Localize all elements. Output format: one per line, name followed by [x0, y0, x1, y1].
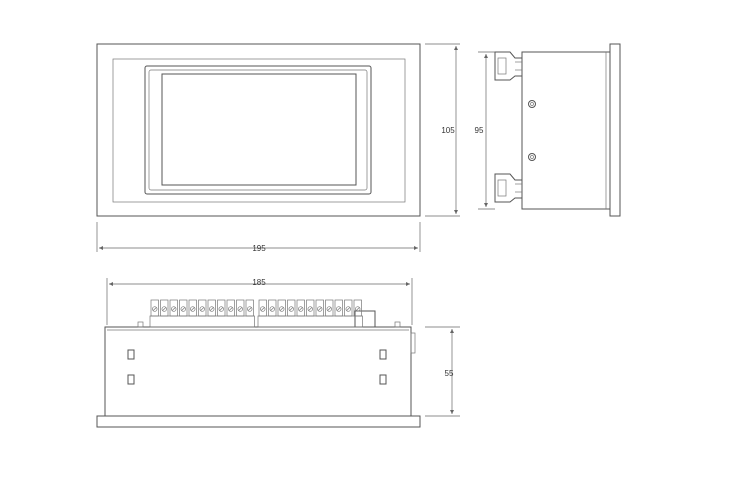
bottom-view — [96, 299, 421, 428]
terminal-pin — [226, 299, 235, 317]
terminal-screw-slot — [336, 307, 341, 311]
terminal-screw-slot — [346, 307, 351, 311]
terminal-screw-slot — [162, 307, 167, 311]
terminal-screw — [260, 306, 266, 312]
terminal-pin — [268, 299, 277, 317]
terminal-screw — [326, 306, 332, 312]
front-height-label: 105 — [441, 126, 455, 135]
bottom-width-label: 185 — [252, 278, 266, 287]
terminal-pin — [198, 299, 207, 317]
terminal-pin — [296, 299, 305, 317]
terminal-screw — [345, 306, 351, 312]
dimension-front-width: 195 — [96, 222, 421, 253]
terminal-screw-slot — [238, 307, 243, 311]
terminal-screw — [269, 306, 275, 312]
terminal-screw — [180, 306, 186, 312]
terminal-screw — [199, 306, 205, 312]
terminal-screw — [307, 306, 313, 312]
terminal-pin — [315, 299, 324, 317]
terminal-screw — [288, 306, 294, 312]
side-view — [494, 43, 621, 217]
terminal-screw — [190, 306, 196, 312]
dimension-bottom-depth: 55 — [425, 326, 460, 417]
terminal-base — [149, 315, 255, 328]
terminal-screw-slot — [289, 307, 294, 311]
terminal-screw — [298, 306, 304, 312]
terminal-pin — [188, 299, 197, 317]
front-width-label: 195 — [252, 244, 266, 253]
terminal-pin — [258, 299, 267, 317]
terminal-screw — [228, 306, 234, 312]
terminal-screw — [336, 306, 342, 312]
terminal-screw — [209, 306, 215, 312]
terminal-pin — [287, 299, 296, 317]
bottom-depth-label: 55 — [445, 369, 454, 378]
terminal-pin — [353, 299, 362, 317]
side-height-label: 95 — [475, 126, 484, 135]
terminal-pin — [179, 299, 188, 317]
terminal-screw-slot — [171, 307, 176, 311]
terminal-pin — [334, 299, 343, 317]
terminal-pin — [306, 299, 315, 317]
terminal-screw-slot — [209, 307, 214, 311]
terminal-screw-slot — [317, 307, 322, 311]
terminal-base — [257, 315, 363, 328]
terminal-screw — [161, 306, 167, 312]
terminal-screw-slot — [228, 307, 233, 311]
terminal-screw — [317, 306, 323, 312]
dimension-front-height: 105 — [425, 43, 460, 217]
terminal-screw-slot — [270, 307, 275, 311]
terminal-pin — [344, 299, 353, 317]
terminal-pin — [150, 299, 159, 317]
terminal-screw — [279, 306, 285, 312]
terminal-pin — [245, 299, 254, 317]
terminal-screw — [171, 306, 177, 312]
terminal-screw — [152, 306, 158, 312]
terminal-screw-slot — [260, 307, 265, 311]
terminal-screw — [355, 306, 361, 312]
front-view — [96, 43, 421, 217]
terminal-screw-slot — [152, 307, 157, 311]
terminal-screw — [247, 306, 253, 312]
terminal-screw-slot — [247, 307, 252, 311]
terminal-pin — [207, 299, 216, 317]
terminal-screw-slot — [279, 307, 284, 311]
terminal-screw-slot — [181, 307, 186, 311]
terminal-screw-slot — [219, 307, 224, 311]
terminal-screw — [237, 306, 243, 312]
terminal-screw-slot — [308, 307, 313, 311]
dimension-bottom-width: 185 — [106, 278, 413, 325]
terminal-pin — [160, 299, 169, 317]
terminal-screw-slot — [298, 307, 303, 311]
terminal-screw-slot — [200, 307, 205, 311]
terminal-screw-slot — [190, 307, 195, 311]
terminal-pin — [325, 299, 334, 317]
terminal-screw-slot — [327, 307, 332, 311]
terminal-screw-slot — [355, 307, 360, 311]
terminal-blocks — [149, 299, 363, 328]
terminal-pin — [169, 299, 178, 317]
dimension-side-height: 95 — [475, 51, 495, 210]
terminal-screw — [218, 306, 224, 312]
terminal-pin — [236, 299, 245, 317]
terminal-pin — [217, 299, 226, 317]
terminal-pin — [277, 299, 286, 317]
